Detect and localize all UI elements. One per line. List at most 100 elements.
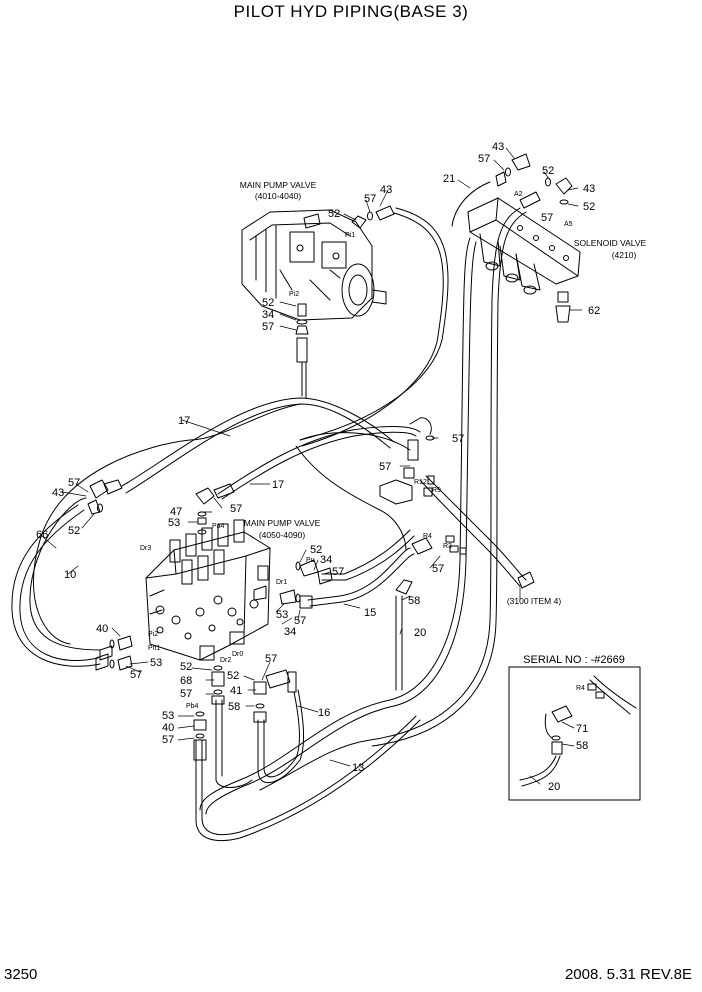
- fitting-pi2: [295, 303, 309, 363]
- hose-17: [121, 361, 421, 500]
- port-label: Pa4: [212, 523, 225, 530]
- port-label: Pn1: [148, 645, 161, 652]
- fitting-r12-r9: [379, 417, 435, 505]
- part-label: 57: [130, 669, 142, 681]
- part-label: 57: [332, 566, 344, 578]
- main-pump-valve-lower: [145, 519, 271, 661]
- part-label: 20: [548, 781, 560, 793]
- part-label: 20: [414, 627, 426, 639]
- part-label: 21: [443, 173, 455, 185]
- caption-serial-no: SERIAL NO : -#2669: [523, 654, 625, 666]
- part-label: 58: [228, 701, 240, 713]
- leader-lines: [41, 147, 583, 785]
- part-label: 68: [180, 675, 192, 687]
- hose-66: [11, 504, 101, 667]
- part-label: 57: [265, 653, 277, 665]
- part-label: 52: [68, 525, 80, 537]
- part-label: 57: [180, 688, 192, 700]
- port-label: Dr0: [232, 651, 243, 658]
- page-title: PILOT HYD PIPING(BASE 3): [233, 2, 469, 21]
- hose-10: [29, 403, 301, 651]
- part-label: 52: [227, 670, 239, 682]
- caption-solenoid-valve: SOLENOID VALVE: [574, 238, 647, 248]
- part-label: 52: [262, 297, 274, 309]
- part-label: 34: [284, 626, 296, 638]
- fitting-pi2-pn1: [95, 635, 133, 671]
- part-label: 40: [96, 623, 108, 635]
- part-label: 57: [452, 433, 464, 445]
- part-label: 43: [52, 487, 64, 499]
- port-label: A2: [514, 191, 523, 198]
- page-number: 3250: [4, 966, 38, 983]
- part-label: 57: [162, 734, 174, 746]
- hose-13: [195, 715, 421, 841]
- part-label: 71: [576, 723, 588, 735]
- part-label: 34: [262, 309, 274, 321]
- part-label: 52: [310, 544, 322, 556]
- hose-16: [215, 689, 304, 788]
- fitting-dr0-dr2: [211, 665, 297, 723]
- hose-20: [395, 579, 413, 691]
- part-label: 57: [432, 563, 444, 575]
- part-label: 52: [583, 201, 595, 213]
- part-label: 52: [542, 165, 554, 177]
- caption-main-pump-valve-upper: MAIN PUMP VALVE: [240, 180, 317, 190]
- port-label: R9: [432, 487, 441, 494]
- part-label: 66: [36, 529, 48, 541]
- port-label: R4: [576, 685, 585, 692]
- port-label: Pu: [306, 557, 315, 564]
- part-label: 58: [576, 740, 588, 752]
- port-label: Pi1: [345, 232, 355, 239]
- hose-21: [299, 181, 491, 447]
- port-label: A5: [564, 221, 573, 228]
- part-label: 17: [178, 415, 190, 427]
- part-label: 13: [352, 762, 364, 774]
- part-label: 16: [318, 707, 330, 719]
- part-label: 34: [320, 554, 332, 566]
- part-label: 53: [168, 517, 180, 529]
- part-label: 58: [408, 595, 420, 607]
- port-label: R4: [423, 533, 432, 540]
- fitting-a2-a5: [495, 153, 573, 209]
- part-label: 57: [230, 503, 242, 515]
- caption-main-pump-valve-lower: MAIN PUMP VALVE: [244, 518, 321, 528]
- hose-3100: [295, 432, 535, 589]
- part-label: 57: [68, 477, 80, 489]
- part-label: 57: [262, 321, 274, 333]
- part-label: 57: [294, 615, 306, 627]
- part-label: 53: [162, 710, 174, 722]
- part-label: 15: [364, 607, 376, 619]
- caption-3100-item-4: (3100 ITEM 4): [507, 596, 561, 606]
- port-label: Pb4: [186, 703, 199, 710]
- port-label: Pi2: [289, 291, 299, 298]
- fitting-pi1: [351, 205, 395, 229]
- port-label: Pi2: [148, 631, 158, 638]
- fitting-pu: [279, 559, 333, 609]
- part-label: 52: [180, 661, 192, 673]
- caption-main-pump-valve-lower-ref: (4050-4090): [259, 530, 305, 540]
- hose-solenoid-right: [199, 207, 527, 815]
- part-label: 17: [272, 479, 284, 491]
- part-label: 53: [150, 657, 162, 669]
- part-label: 40: [162, 722, 174, 734]
- hose-15: [307, 529, 415, 607]
- port-label: Dr2: [220, 657, 231, 664]
- part-label: 43: [380, 184, 392, 196]
- part-label: 57: [379, 461, 391, 473]
- part-label: 62: [588, 305, 600, 317]
- port-label: Dr3: [140, 545, 151, 552]
- part-label: 53: [276, 609, 288, 621]
- part-label: 47: [170, 506, 182, 518]
- part-label: 57: [541, 212, 553, 224]
- caption-solenoid-valve-ref: (4210): [612, 250, 637, 260]
- part-label: 57: [364, 193, 376, 205]
- part-label: 43: [583, 183, 595, 195]
- part-label: 10: [64, 569, 76, 581]
- port-label: R3: [443, 543, 452, 550]
- fitting-43-left: [87, 479, 123, 515]
- port-label: R12: [414, 479, 427, 486]
- fitting-pb4: [193, 711, 207, 761]
- part-label: 43: [492, 141, 504, 153]
- port-label: Dr1: [276, 579, 287, 586]
